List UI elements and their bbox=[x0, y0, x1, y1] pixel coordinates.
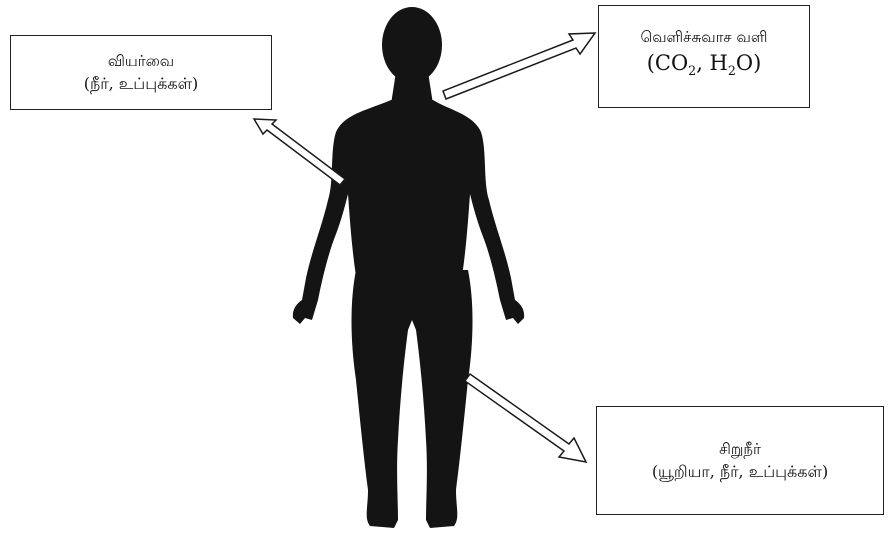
sweat-box: வியர்வை (நீர், உப்புக்கள்) bbox=[10, 35, 272, 110]
formula-subscript-h2o: 2 bbox=[728, 64, 736, 79]
sweat-title: வியர்வை bbox=[11, 50, 271, 72]
silhouette-neck bbox=[391, 72, 433, 104]
arrow-to-urine bbox=[465, 374, 586, 462]
human-silhouette bbox=[293, 7, 524, 528]
formula-part-open: (CO bbox=[647, 51, 688, 75]
urine-arrow-shape bbox=[465, 374, 586, 462]
exhaled-air-box: வெளிச்சுவாச வளி (CO2, H2O) bbox=[598, 5, 810, 108]
urine-title: சிறுநீர் bbox=[597, 438, 883, 460]
formula-part-close: O) bbox=[736, 51, 761, 75]
sweat-arrow-shape bbox=[254, 119, 345, 185]
exhaled-air-formula: (CO2, H2O) bbox=[599, 48, 809, 86]
arrow-to-exhaled-air bbox=[443, 33, 595, 99]
urine-box: சிறுநீர் (யூறியா, நீர், உப்புக்கள்) bbox=[596, 406, 884, 515]
formula-part-mid: , H bbox=[696, 51, 728, 75]
sweat-detail: (நீர், உப்புக்கள்) bbox=[11, 72, 271, 96]
exhaled-air-title: வெளிச்சுவாச வளி bbox=[599, 26, 809, 48]
exhale-arrow-shape bbox=[443, 33, 595, 99]
silhouette-legs bbox=[352, 270, 473, 528]
formula-subscript-co2: 2 bbox=[688, 64, 696, 79]
urine-detail: (யூறியா, நீர், உப்புக்கள்) bbox=[597, 460, 883, 484]
arrow-to-sweat bbox=[254, 119, 345, 185]
silhouette-head bbox=[382, 7, 442, 83]
